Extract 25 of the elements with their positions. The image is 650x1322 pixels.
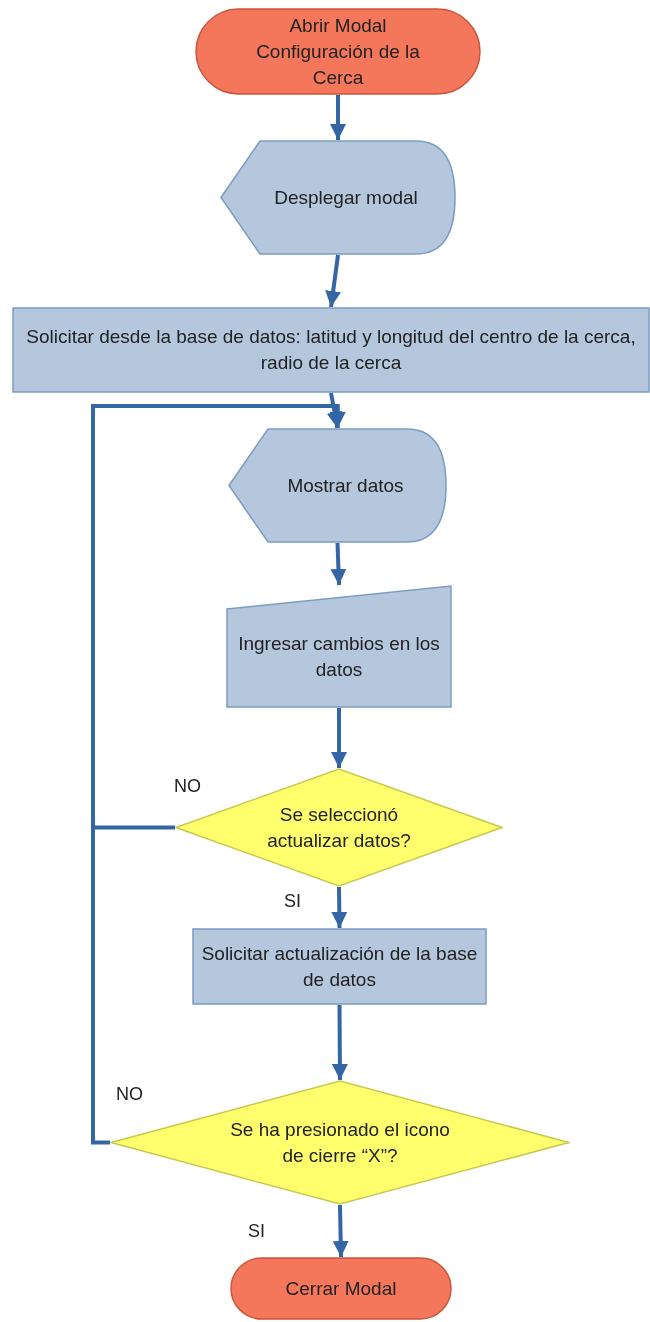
arrow (331, 886, 348, 929)
node-label: Desplegar modal (274, 185, 418, 210)
display-shape (228, 428, 447, 543)
arrow (332, 1204, 349, 1258)
node-label: Ingresar cambios en los datos (238, 631, 440, 682)
arrow (331, 1005, 348, 1080)
process-box (12, 307, 650, 393)
node-label: Abrir Modal Configuración de la Cerca (255, 13, 421, 90)
arrow (91, 404, 346, 1145)
node-label: Se seleccionó actualizar datos? (266, 802, 412, 853)
process-box (192, 928, 487, 1005)
node-label: Se ha presionado el icono de cierre “X”? (229, 1117, 451, 1168)
arrow (325, 254, 342, 308)
arrow (326, 392, 343, 429)
arrow (331, 708, 347, 768)
node-label: Mostrar datos (287, 473, 404, 498)
node-label: Solicitar actualización de la base de datos (200, 941, 479, 992)
node-label: Solicitar desde la base de datos: latitud y longitud del centro de la cerca, radio de la cerca (25, 325, 637, 375)
arrow (330, 542, 347, 586)
node-label: Cerrar Modal (285, 1276, 397, 1301)
decision-diamond (175, 768, 503, 887)
display-shape (220, 140, 456, 255)
decision-diamond (110, 1080, 570, 1205)
arrow (330, 95, 346, 140)
manual-input-shape (226, 585, 452, 708)
